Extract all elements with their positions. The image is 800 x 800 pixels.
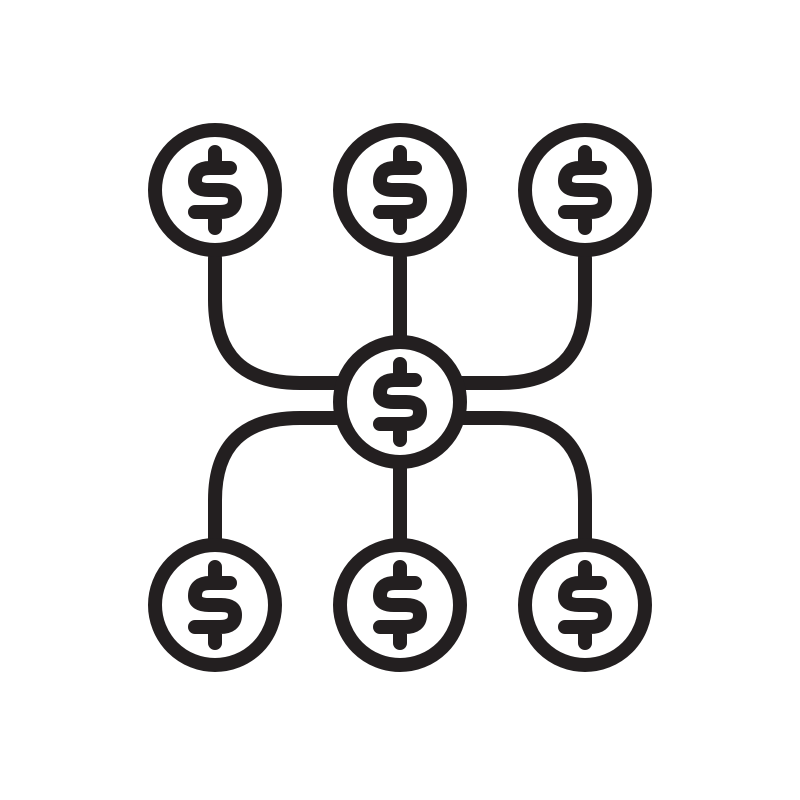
coin-node-top-center xyxy=(333,123,467,257)
dollar-sign-icon xyxy=(373,560,427,650)
coin-node-bottom-right xyxy=(518,538,652,672)
dollar-sign-icon xyxy=(373,357,427,447)
dollar-sign-icon xyxy=(558,145,612,235)
connector-top-right xyxy=(453,251,592,390)
connector-bottom-right xyxy=(453,411,592,545)
coin-circle xyxy=(333,335,467,469)
coin-circle xyxy=(333,123,467,257)
connector-top-left xyxy=(208,251,347,390)
coin-nodes xyxy=(148,123,652,672)
coin-circle xyxy=(518,123,652,257)
coin-node-top-right xyxy=(518,123,652,257)
coin-circle xyxy=(148,538,282,672)
coin-node-top-left xyxy=(148,123,282,257)
coin-circle xyxy=(518,538,652,672)
coin-circle xyxy=(148,123,282,257)
coin-node-center xyxy=(333,335,467,469)
coin-node-bottom-left xyxy=(148,538,282,672)
dollar-sign-icon xyxy=(373,145,427,235)
connector-bottom-left xyxy=(208,411,347,545)
coin-node-bottom-center xyxy=(333,538,467,672)
dollar-sign-icon xyxy=(558,560,612,650)
dollar-sign-icon xyxy=(188,560,242,650)
connector-lines xyxy=(208,251,592,545)
dollar-sign-icon xyxy=(188,145,242,235)
coin-circle xyxy=(333,538,467,672)
